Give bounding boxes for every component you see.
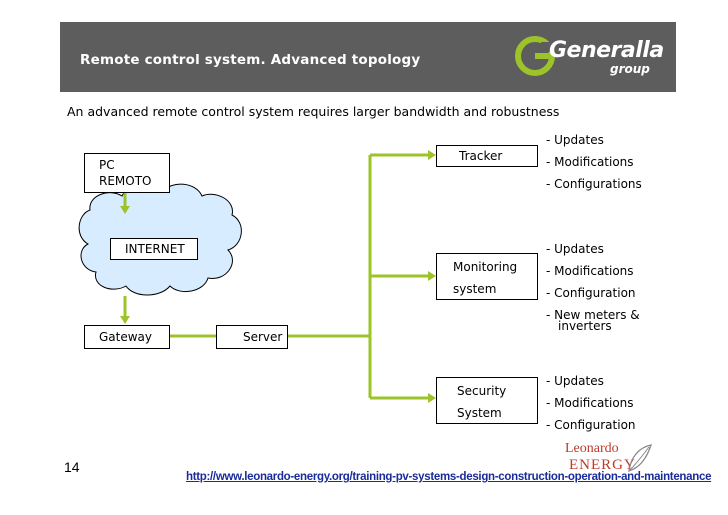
- security-list: - Updates - Modifications - Configuratio…: [546, 370, 636, 436]
- source-url-link[interactable]: http://www.leonardo-energy.org/training-…: [186, 471, 712, 483]
- page-number: 14: [64, 459, 80, 475]
- list-item: - Modifications: [546, 155, 634, 169]
- slide-title: Remote control system. Advanced topology: [80, 52, 421, 68]
- list-item: - New meters &: [546, 308, 640, 322]
- list-item: - Configurations: [546, 177, 642, 191]
- gateway-label: Gateway: [99, 330, 153, 344]
- leonardo-logo-line2: ENERGY: [569, 457, 636, 473]
- tracker-list: - Updates - Modifications - Configuratio…: [546, 129, 642, 195]
- list-item: - Modifications: [546, 264, 634, 278]
- intro-text: An advanced remote control system requir…: [67, 104, 560, 119]
- monitoring-label-line1: Monitoring: [453, 260, 518, 274]
- list-item: - Configuration: [546, 418, 636, 432]
- server-label: Server: [243, 330, 283, 344]
- list-item: - Configuration: [546, 286, 636, 300]
- logo-word: Generalla: [549, 38, 664, 63]
- generalla-logo-mark: [515, 36, 555, 76]
- internet-label: INTERNET: [125, 242, 185, 256]
- server-box: Server: [216, 325, 288, 349]
- pc-remote-box: PC REMOTO: [84, 153, 170, 193]
- security-box: Security System: [436, 377, 538, 424]
- security-label-line1: Security: [457, 384, 507, 398]
- list-item: - Modifications: [546, 396, 634, 410]
- internet-box: INTERNET: [110, 238, 198, 260]
- list-item: - Updates: [546, 374, 604, 388]
- slide-header: Remote control system. Advanced topology…: [60, 22, 676, 92]
- pc-label-line1: PC: [99, 158, 115, 172]
- security-label-line2: System: [457, 406, 502, 420]
- logo-sub: group: [610, 62, 650, 76]
- gateway-box: Gateway: [84, 325, 170, 349]
- list-item: - Updates: [546, 133, 604, 147]
- monitoring-box: Monitoring system: [436, 253, 538, 300]
- tracker-label: Tracker: [459, 149, 503, 163]
- monitoring-list: - Updates - Modifications - Configuratio…: [546, 238, 640, 332]
- monitoring-label-line2: system: [453, 282, 497, 296]
- list-item: inverters: [558, 319, 612, 333]
- leonardo-logo-line1: Leonardo: [565, 441, 619, 456]
- leonardo-energy-logo: Leonardo ENERGY: [555, 439, 655, 479]
- leaf-icon: [628, 444, 652, 472]
- tracker-box: Tracker: [436, 145, 538, 167]
- list-item: - Updates: [546, 242, 604, 256]
- generalla-logo: Generalla group: [515, 32, 675, 84]
- pc-label-line2: REMOTO: [99, 174, 152, 188]
